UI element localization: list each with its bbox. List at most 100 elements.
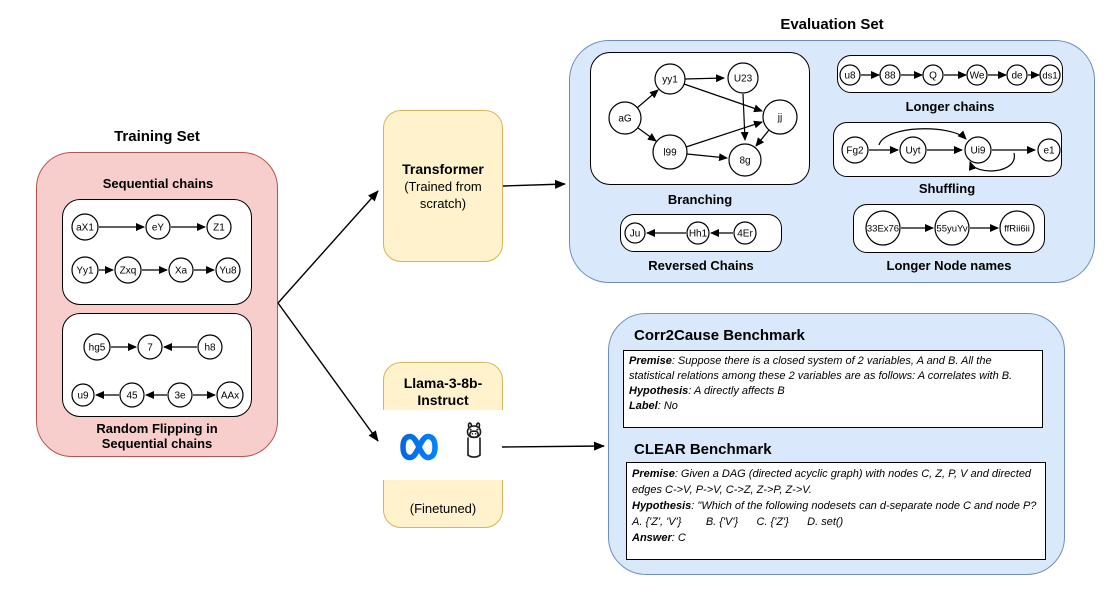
flipping-graph: hg5 7 h8 u9 45 3e AAx: [71, 333, 244, 409]
svg-text:Hh1: Hh1: [689, 229, 708, 240]
llama-icon-strip: [376, 410, 510, 480]
graph-node: hg5: [83, 333, 111, 361]
graph-node: e1: [1037, 138, 1061, 162]
arrow-llama-to-benchmark: [501, 441, 605, 451]
llama-icon: [466, 422, 482, 458]
transformer-note: (Trained from scratch): [404, 178, 482, 211]
graph-node: 3e: [167, 382, 193, 408]
graph-node: u9: [71, 383, 95, 407]
svg-text:Uyt: Uyt: [906, 146, 921, 157]
graph-node: de: [1006, 64, 1028, 86]
arrow-training-to-transformer: [277, 190, 379, 304]
svg-text:e1: e1: [1043, 146, 1055, 157]
svg-text:aX1: aX1: [76, 223, 94, 234]
svg-text:Q: Q: [929, 71, 937, 82]
transformer-box: Transformer (Trained from scratch): [383, 110, 503, 262]
clear-hypothesis: Hypothesis: "Which of the following node…: [632, 500, 1037, 512]
clear-textbox: Premise: Given a DAG (directed acyclic g…: [626, 462, 1046, 560]
sequential-chains-graph: aX1 eY Z1 Yy1 Zxq Xa Yu8: [71, 213, 241, 284]
graph-edges: [869, 128, 1036, 172]
svg-text:ffRii6ii: ffRii6ii: [1004, 224, 1030, 235]
graph-node: Ju: [624, 222, 646, 244]
svg-text:Ui9: Ui9: [970, 146, 985, 157]
graph-node: aX1: [71, 213, 99, 241]
graph-node: Ui9: [964, 136, 992, 164]
svg-text:3e: 3e: [174, 391, 186, 402]
reversed-chains-label: Reversed Chains: [648, 258, 754, 273]
clear-premise: Premise: Given a DAG (directed acyclic g…: [632, 468, 1032, 496]
svg-text:hg5: hg5: [89, 343, 106, 354]
graph-node: Yy1: [71, 256, 99, 284]
svg-text:Fg2: Fg2: [846, 146, 864, 157]
svg-text:55yuYv: 55yuYv: [936, 224, 967, 235]
branching-graph: aG yy1 U23 jj l99 8g: [608, 62, 798, 177]
svg-text:ds1: ds1: [1042, 71, 1057, 82]
longer-chains-graph: u8 88 Q We de ds1: [839, 64, 1061, 86]
graph-node: ds1: [1039, 64, 1061, 86]
svg-text:yy1: yy1: [662, 75, 678, 86]
svg-text:Ju: Ju: [630, 229, 641, 240]
svg-text:h8: h8: [204, 343, 216, 354]
clear-answer: Answer: C: [632, 532, 686, 544]
graph-node: Xa: [168, 257, 194, 283]
corr2cause-label: Label: No: [629, 400, 678, 412]
longer-node-names-label: Longer Node names: [886, 258, 1012, 273]
graph-node: AAx: [216, 381, 244, 409]
graph-node: 88: [879, 64, 901, 86]
corr2cause-hypothesis: Hypothesis: A directly affects B: [629, 385, 785, 397]
svg-text:l99: l99: [663, 148, 677, 159]
svg-text:7: 7: [147, 343, 153, 354]
sequential-chains-label: Sequential chains: [102, 176, 214, 191]
graph-node: aG: [608, 101, 642, 135]
clear-options: A. {'Z', 'V'} B. {'V'} C. {'Z'} D. set(): [632, 516, 844, 528]
svg-text:u8: u8: [844, 71, 856, 82]
graph-edges: [99, 223, 215, 274]
svg-text:Z1: Z1: [213, 223, 225, 234]
longer-node-names-graph: 33Ex76 55yuYv ffRii6ii: [865, 210, 1035, 246]
graph-node: We: [966, 64, 988, 86]
graph-node: 8g: [728, 143, 762, 177]
graph-node: l99: [652, 134, 688, 170]
graph-node: 33Ex76: [865, 210, 901, 246]
svg-text:88: 88: [884, 71, 896, 82]
graph-node: Fg2: [841, 136, 869, 164]
graph-node: Yu8: [215, 257, 241, 283]
graph-node: 7: [137, 334, 163, 360]
graph-edges: [636, 74, 770, 162]
svg-text:de: de: [1011, 71, 1023, 82]
llama-title: Llama-3-8b- Instruct: [403, 375, 483, 408]
graph-edges: [95, 343, 216, 399]
svg-text:Xa: Xa: [175, 266, 188, 277]
svg-text:jj: jj: [777, 113, 782, 124]
graph-node: 45: [119, 382, 145, 408]
meta-logo-icon: [400, 433, 438, 461]
reversed-chains-graph: Ju Hh1 4Er: [624, 221, 757, 245]
svg-text:U23: U23: [734, 74, 753, 85]
graph-node: u8: [839, 64, 861, 86]
graph-node: 4Er: [733, 221, 757, 245]
svg-text:Zxq: Zxq: [120, 266, 137, 277]
svg-text:33Ex76: 33Ex76: [867, 224, 899, 235]
transformer-title: Transformer: [402, 160, 484, 177]
graph-node: yy1: [654, 63, 686, 95]
graph-node: Z1: [206, 214, 232, 240]
graph-node: eY: [145, 214, 171, 240]
training-set-title: Training Set: [114, 128, 200, 145]
graph-node: U23: [727, 62, 759, 94]
graph-node: Zxq: [114, 256, 142, 284]
llama-note: (Finetuned): [409, 501, 477, 516]
graph-node: Hh1: [686, 221, 710, 245]
svg-text:45: 45: [126, 391, 138, 402]
svg-text:AAx: AAx: [221, 391, 239, 402]
svg-text:aG: aG: [618, 114, 632, 125]
svg-text:eY: eY: [152, 223, 165, 234]
svg-text:Yu8: Yu8: [219, 266, 237, 277]
shuffling-graph: Fg2 Uyt Ui9 e1: [841, 128, 1061, 172]
evaluation-set-title: Evaluation Set: [780, 16, 884, 33]
svg-text:Yy1: Yy1: [76, 266, 94, 277]
corr2cause-textbox: Premise: Suppose there is a closed syste…: [623, 350, 1043, 428]
longer-chains-label: Longer chains: [905, 99, 995, 114]
arrow-transformer-to-evaluation: [502, 179, 566, 189]
shuffling-label: Shuffling: [918, 181, 976, 196]
